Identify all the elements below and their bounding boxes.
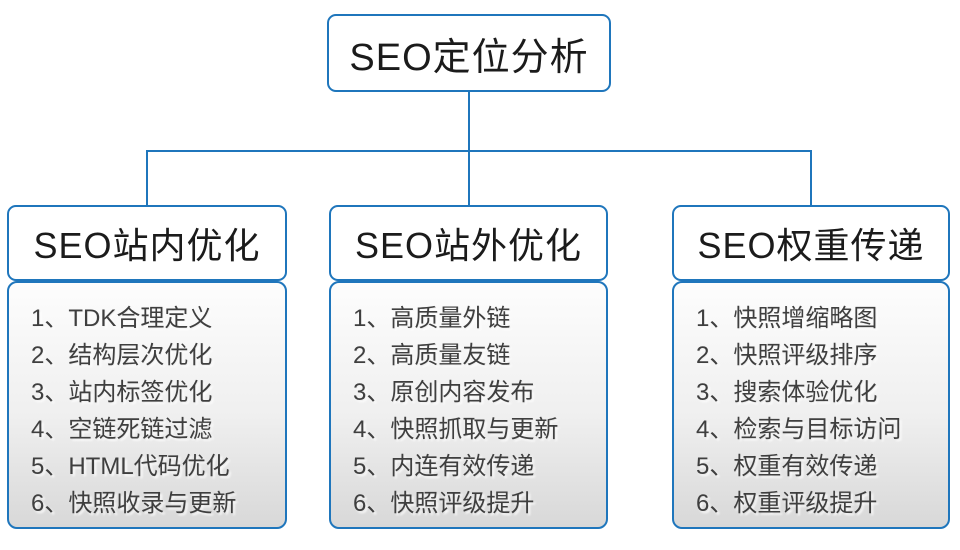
- list-item: 3、原创内容发布: [353, 379, 535, 406]
- list-item: 2、结构层次优化: [31, 342, 213, 369]
- branch-title: SEO站外优化: [354, 225, 583, 266]
- branch-header-offsite-optimization: SEO站外优化: [329, 205, 608, 281]
- root-node-seo-positioning-analysis: SEO定位分析: [327, 14, 611, 92]
- branch-title: SEO权重传递: [697, 225, 925, 266]
- connector-horizontal: [146, 150, 812, 152]
- branch-list-onsite-optimization: 1、TDK合理定义 2、结构层次优化 3、站内标签优化 4、空链死链过滤 5、H…: [7, 281, 287, 529]
- list-item: 4、检索与目标访问: [696, 416, 902, 443]
- connector-root-vertical: [468, 92, 470, 151]
- list-item: 5、HTML代码优化: [31, 453, 230, 480]
- connector-right-vertical: [810, 150, 812, 207]
- connector-left-vertical: [146, 150, 148, 207]
- list-item: 5、内连有效传递: [353, 453, 535, 480]
- branch-list-offsite-optimization: 1、高质量外链 2、高质量友链 3、原创内容发布 4、快照抓取与更新 5、内连有…: [329, 281, 608, 529]
- list-item: 3、搜索体验优化: [696, 379, 878, 406]
- list-item: 3、站内标签优化: [31, 379, 213, 406]
- list-item: 4、快照抓取与更新: [353, 416, 559, 443]
- list-item: 6、权重评级提升: [696, 490, 878, 517]
- branch-header-onsite-optimization: SEO站内优化: [7, 205, 287, 281]
- list-item: 2、高质量友链: [353, 342, 511, 369]
- list-item: 5、权重有效传递: [696, 453, 878, 480]
- list-item: 1、快照增缩略图: [696, 305, 878, 332]
- connector-middle-vertical: [468, 150, 470, 207]
- list-item: 1、TDK合理定义: [31, 305, 213, 332]
- list-item: 6、快照评级提升: [353, 490, 535, 517]
- root-node-label: SEO定位分析: [349, 36, 589, 79]
- branch-title: SEO站内优化: [33, 225, 261, 266]
- list-item: 4、空链死链过滤: [31, 416, 213, 443]
- branch-header-weight-transfer: SEO权重传递: [672, 205, 950, 281]
- list-item: 1、高质量外链: [353, 305, 511, 332]
- branch-list-weight-transfer: 1、快照增缩略图 2、快照评级排序 3、搜索体验优化 4、检索与目标访问 5、权…: [672, 281, 950, 529]
- list-item: 6、快照收录与更新: [31, 490, 237, 517]
- list-item: 2、快照评级排序: [696, 342, 878, 369]
